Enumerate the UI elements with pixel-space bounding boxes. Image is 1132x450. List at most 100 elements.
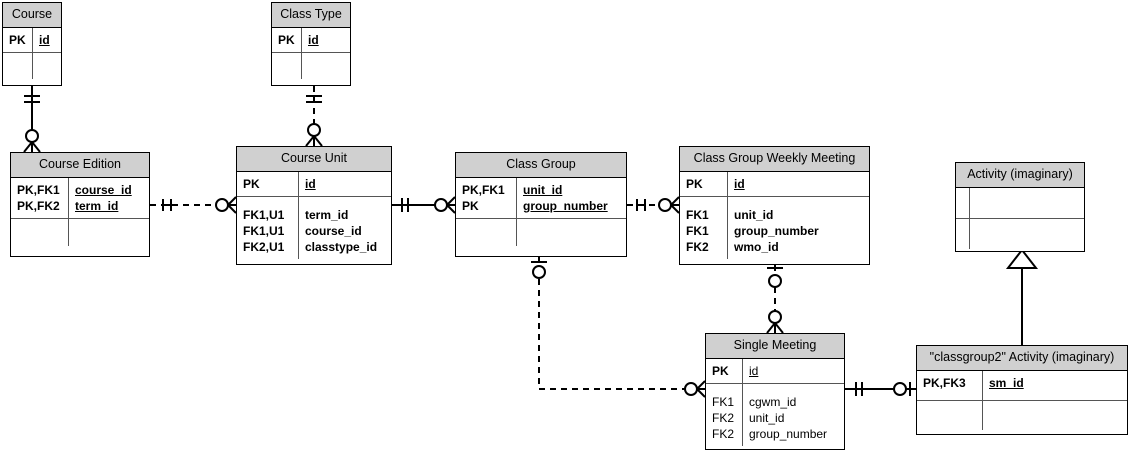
attr-cell: id (302, 28, 325, 52)
entity-attr-section (456, 217, 626, 246)
entity-activity-imaginary[interactable]: Activity (imaginary) (955, 162, 1085, 252)
entity-attr-section (272, 51, 350, 79)
edge-classgroup2-inherits-activity (1005, 248, 1039, 345)
entity-title: Single Meeting (706, 334, 844, 359)
attr-cell: sm_id (983, 371, 1030, 400)
attr-text: sm_id (989, 375, 1024, 390)
entity-title: Class Type (272, 3, 350, 28)
edge-class-group-to-single-meeting (531, 257, 706, 398)
attr-text: id (39, 32, 50, 47)
key-cell-empty (3, 52, 33, 79)
entity-title: Course Edition (11, 153, 149, 178)
key-cell-group: FK1,U1 FK1,U1 FK2,U1 (237, 196, 299, 259)
entity-class-group-weekly-meeting[interactable]: Class Group Weekly Meeting PK id FK1 FK1… (679, 146, 870, 265)
attr-row: term_id (75, 198, 132, 214)
key-cell-empty (917, 400, 983, 430)
attr-text: id (308, 32, 319, 47)
entity-attr-section (917, 399, 1127, 430)
entity-key-section: PK,FK3 sm_id (917, 370, 1127, 400)
key-cell-group: FK1 FK2 FK2 (706, 383, 743, 446)
entity-attr-section (956, 217, 1084, 249)
entity-course-edition[interactable]: Course Edition PK,FK1 PK,FK2 course_id t… (10, 152, 150, 257)
edge-course-to-course-edition (23, 86, 41, 153)
key-cell-group: PK,FK1 PK,FK2 (11, 177, 69, 218)
attr-cell-empty (33, 53, 45, 79)
key-cell: FK1 (686, 223, 709, 238)
attr-row: course_id (305, 223, 362, 238)
entity-course-unit[interactable]: Course Unit PK id FK1,U1 FK1,U1 FK2,U1 t… (236, 146, 392, 265)
attr-row: group_number (523, 198, 608, 214)
entity-key-section: PK id (706, 358, 844, 383)
attr-row: course_id (75, 182, 132, 198)
entity-key-section: PK id (3, 27, 61, 52)
key-cell-group: PK,FK1 PK (456, 177, 517, 218)
attr-row: group_number (749, 426, 828, 441)
key-cell-empty (456, 218, 517, 246)
key-cell-empty (956, 187, 970, 218)
entity-title: Course (3, 3, 61, 28)
entity-key-section: PK id (680, 171, 869, 196)
key-cell: FK2 (686, 239, 709, 254)
attr-row: classtype_id (305, 239, 378, 254)
attr-text: term_id (75, 198, 119, 213)
attr-row: unit_id (734, 207, 774, 222)
entity-key-section: PK,FK1 PK,FK2 course_id term_id (11, 177, 149, 218)
entity-title: Class Group Weekly Meeting (680, 147, 869, 172)
attr-text: id (734, 176, 745, 191)
attr-row: unit_id (749, 410, 785, 425)
key-cell: PK,FK2 (17, 198, 60, 213)
entity-class-group[interactable]: Class Group PK,FK1 PK unit_id group_numb… (455, 152, 627, 257)
attr-cell: id (728, 172, 751, 196)
key-cell: PK,FK3 (917, 370, 983, 400)
attr-text: id (749, 363, 759, 378)
entity-title: Activity (imaginary) (956, 163, 1084, 188)
key-cell: PK,FK1 (17, 182, 60, 197)
edge-course-edition-to-course-unit (150, 196, 237, 214)
attr-row: unit_id (523, 182, 608, 198)
attr-cell-empty (970, 188, 982, 218)
key-cell: FK2,U1 (243, 239, 285, 254)
attr-row: term_id (305, 207, 349, 222)
edge-course-unit-to-class-group (392, 196, 456, 214)
key-cell: PK (3, 27, 33, 52)
key-cell: PK (680, 171, 728, 196)
key-cell-empty (956, 218, 970, 249)
edge-class-group-to-cgwm (627, 196, 680, 214)
key-cell: FK1,U1 (243, 207, 285, 222)
entity-attr-section: FK1 FK2 FK2 cgwm_id unit_id group_number (706, 382, 844, 446)
attr-cell: id (743, 359, 764, 383)
key-cell: PK (706, 358, 743, 383)
attr-cell-empty (517, 219, 529, 246)
key-cell: FK1 (686, 207, 709, 222)
entity-single-meeting[interactable]: Single Meeting PK id FK1 FK2 FK2 cgwm_id… (705, 333, 845, 450)
attr-text: unit_id (523, 182, 563, 197)
entity-key-section: PK id (237, 171, 391, 196)
attr-cell-empty (69, 219, 81, 246)
entity-course[interactable]: Course PK id (2, 2, 62, 86)
attr-cell-empty (970, 219, 982, 249)
attr-cell-group: unit_id group_number (517, 178, 614, 218)
attr-cell-group: unit_id group_number wmo_id (728, 197, 825, 259)
edge-class-type-to-course-unit (305, 86, 323, 147)
attr-row: wmo_id (734, 239, 779, 254)
entity-title: Course Unit (237, 147, 391, 172)
entity-class-type[interactable]: Class Type PK id (271, 2, 351, 86)
key-cell: FK1,U1 (243, 223, 285, 238)
entity-key-section: PK id (272, 27, 350, 52)
key-cell: FK1 (712, 394, 735, 409)
attr-cell: id (33, 28, 56, 52)
key-cell: FK2 (712, 426, 735, 441)
attr-cell-group: course_id term_id (69, 178, 138, 218)
entity-key-section (956, 187, 1084, 218)
entity-attr-section: FK1 FK1 FK2 unit_id group_number wmo_id (680, 195, 869, 259)
edge-single-meeting-to-classgroup2 (845, 382, 916, 396)
key-cell: PK (237, 171, 299, 196)
attr-cell-group: term_id course_id classtype_id (299, 197, 383, 259)
entity-classgroup2-activity-imaginary[interactable]: "classgroup2" Activity (imaginary) PK,FK… (916, 345, 1128, 435)
entity-attr-section (11, 217, 149, 246)
key-cell: PK (462, 198, 479, 213)
key-cell-group: FK1 FK1 FK2 (680, 196, 728, 259)
attr-cell: id (299, 172, 322, 196)
key-cell: FK2 (712, 410, 735, 425)
